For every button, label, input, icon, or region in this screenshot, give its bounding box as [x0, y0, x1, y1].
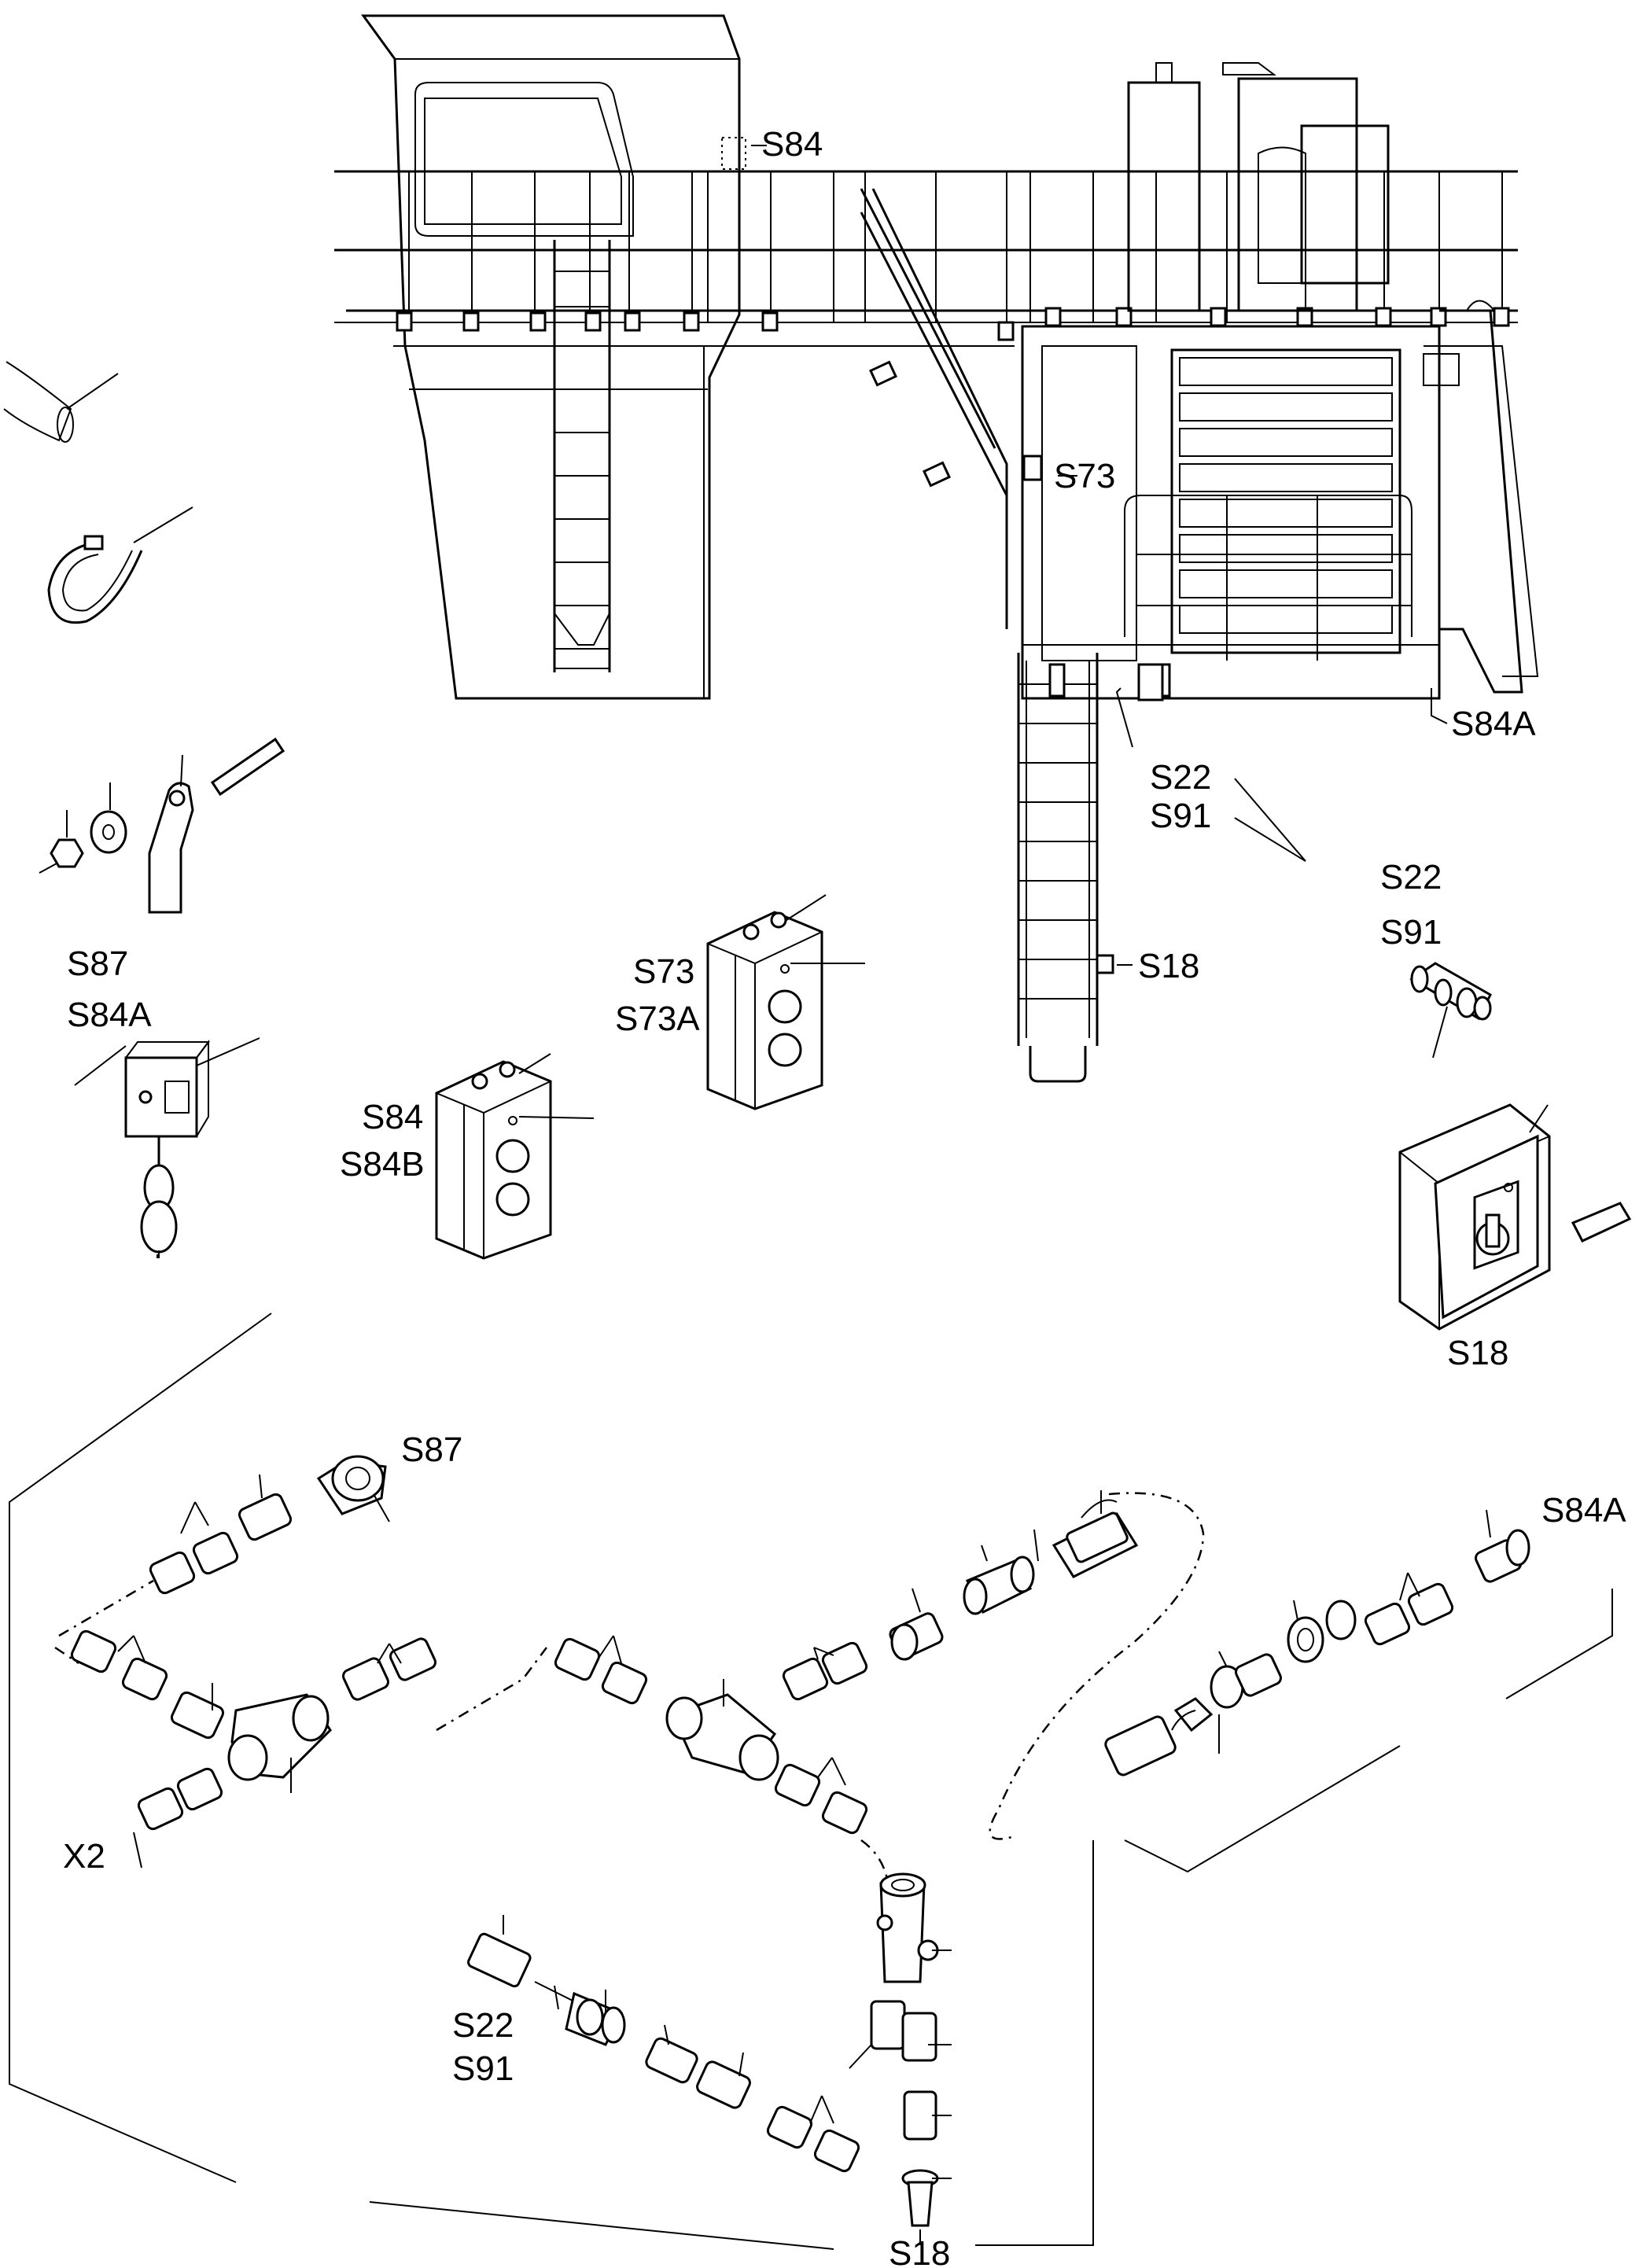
connector-chain-s87 [149, 1455, 390, 1595]
tee-connector-center [554, 1635, 868, 1835]
cable-tie [47, 506, 193, 624]
label-s22-top: S22 [1150, 758, 1211, 797]
label-s73a-box: S73A [615, 1000, 700, 1038]
tee-connector-left [70, 1629, 436, 1831]
s84-location-marker [721, 137, 746, 170]
label-s73-box: S73 [633, 952, 694, 991]
label-s84a-top: S84A [1451, 705, 1536, 743]
connector-chain-s22-s91 [467, 1915, 860, 2173]
label-s22-right: S22 [1380, 858, 1442, 897]
label-s87-bottom: S87 [401, 1430, 462, 1469]
label-s84-top: S84 [761, 125, 823, 164]
label-s84-box: S84 [362, 1098, 423, 1136]
pushbutton-box-s84 [435, 1053, 595, 1260]
label-s18-switch: S18 [1447, 1334, 1508, 1372]
engine-module [1021, 325, 1441, 700]
connector-chain-s84a [1104, 1509, 1530, 1776]
rotary-isolator-switch [1398, 1103, 1632, 1331]
rail-posts [408, 171, 1503, 322]
right-side-structure [1423, 300, 1539, 694]
radiator-grille [1179, 357, 1393, 634]
pushbutton-box-s73 [706, 894, 865, 1110]
label-s18-ladder: S18 [1138, 947, 1199, 985]
wiring-harness [9, 1313, 1613, 2250]
label-s84b-box: S84B [340, 1145, 425, 1184]
diagonal-stair [860, 188, 1008, 629]
top-equipment [1127, 62, 1390, 312]
connector-stack-s18 [849, 1872, 952, 2245]
pull-cord-switch [74, 1037, 260, 1258]
plug-connector-upper [889, 1490, 1139, 1661]
label-s22-bottom: S22 [452, 2006, 514, 2045]
callout-labels: S84 S73 S84A S22 S91 S22 S91 S18 S73 S73… [63, 125, 1626, 2268]
label-s84a-left: S84A [67, 996, 152, 1034]
label-s87-left: S87 [67, 944, 128, 983]
label-s91-right: S91 [1380, 913, 1442, 952]
label-s84a-bottom: S84A [1541, 1491, 1626, 1530]
deck-brackets [396, 307, 1510, 341]
cab-ladder [553, 240, 611, 672]
label-s18-bottom: S18 [889, 2234, 950, 2268]
label-s73-top: S73 [1054, 457, 1115, 495]
label-s91-top: S91 [1150, 797, 1211, 835]
label-s91-bottom: S91 [452, 2049, 514, 2088]
access-ladder [1017, 653, 1164, 1083]
label-x2: X2 [63, 1837, 105, 1876]
protective-sleeve [3, 361, 119, 443]
cable-gland-right [1409, 962, 1492, 1059]
connector-x2-end [133, 1832, 142, 1869]
machine-illustration [334, 14, 1539, 1083]
mounting-clamp-set [39, 737, 285, 914]
